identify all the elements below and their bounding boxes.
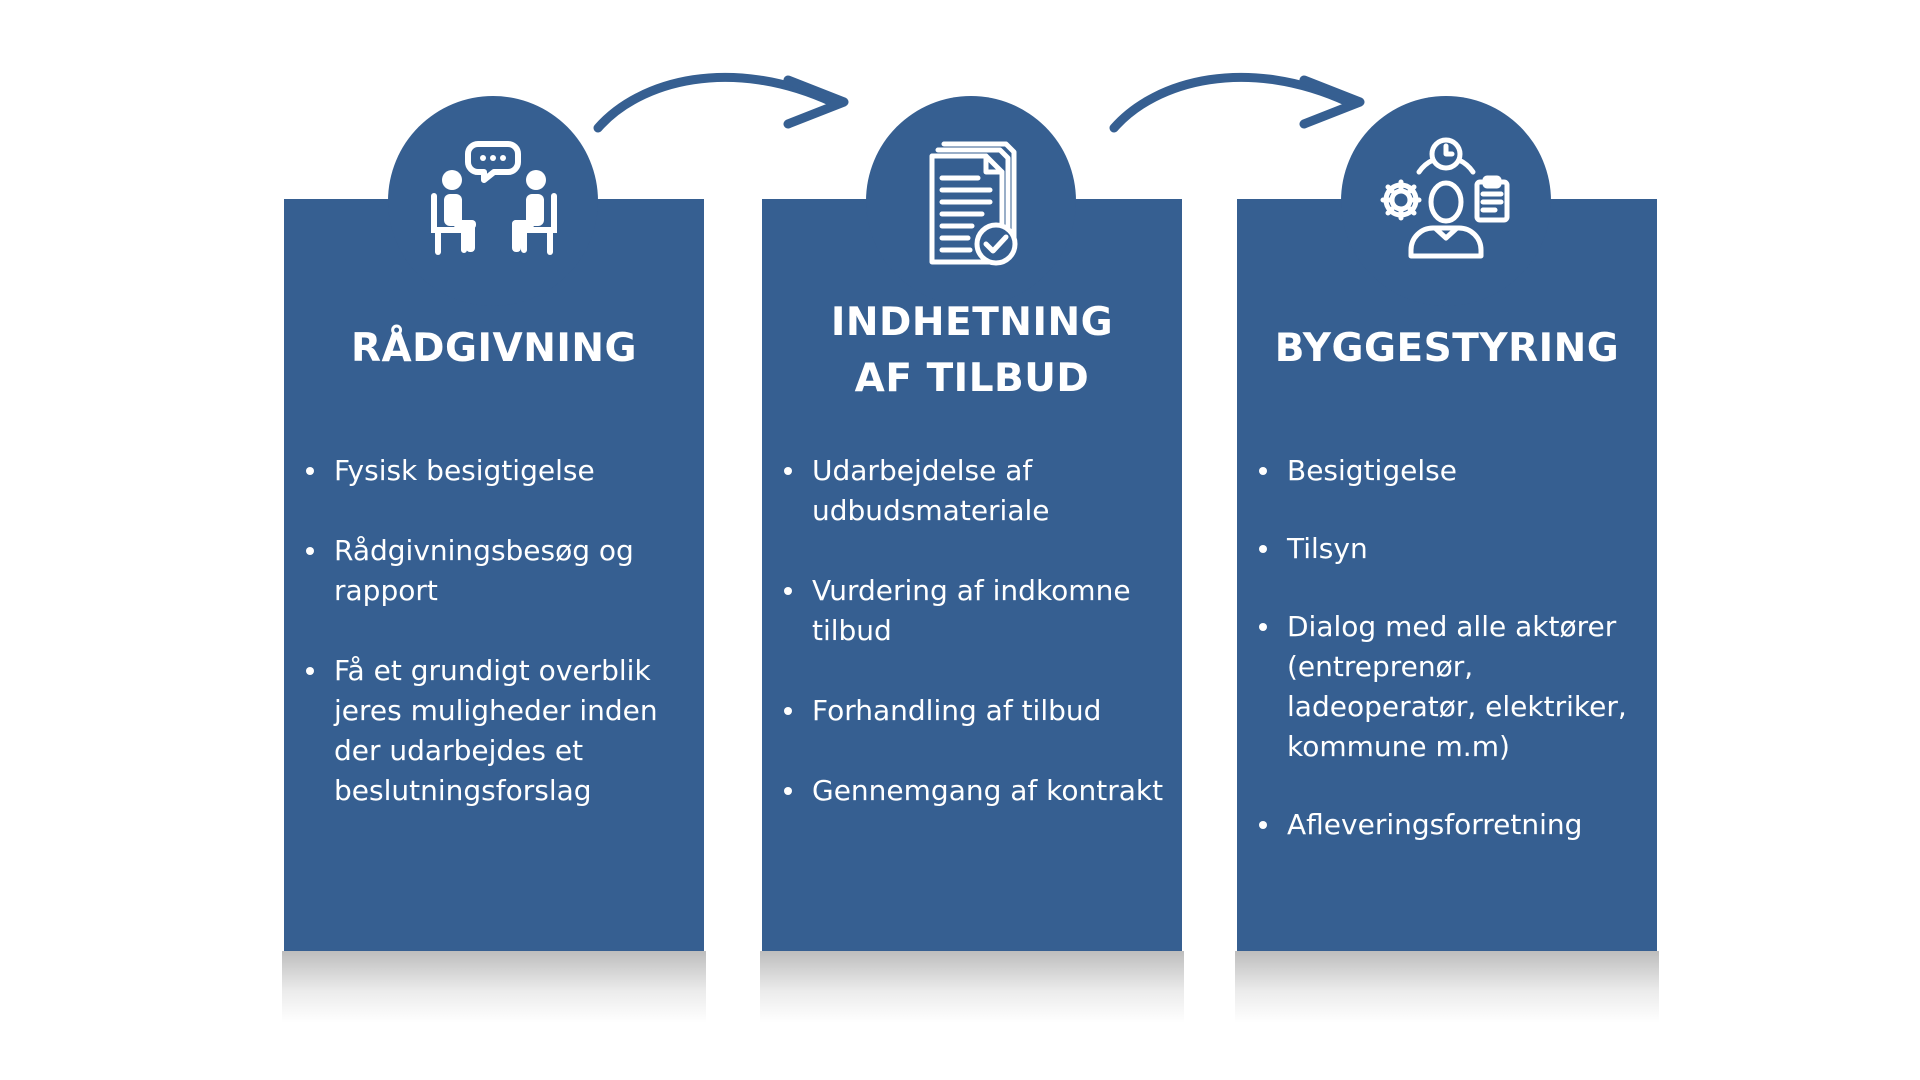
card-title: INDHETNING AF TILBUD [762,295,1182,407]
list-item: Dialog med alle aktører (entreprenør, la… [1259,607,1647,767]
card-icon-circle [1341,96,1551,306]
list-item: Udarbejdelse af udbudsmateriale [784,451,1172,531]
card-title-line: AF TILBUD [854,356,1090,401]
list-item: Afleveringsforretning [1259,805,1647,845]
arrow-right-icon [593,72,849,133]
list-item: Vurdering af indkomne tilbud [784,571,1172,651]
bullet-list: Fysisk besigtigelse Rådgivningsbesøg og … [284,451,694,851]
card-byggestyring: BYGGESTYRING Besigtigelse Tilsyn Dialog … [1235,96,1659,1023]
document-check-icon [929,141,1018,266]
card-indhetning: INDHETNING AF TILBUD Udarbejdelse af udb… [760,96,1184,1023]
list-item: Få et grundigt overblik jeres muligheder… [306,651,694,811]
bullet-list: Besigtigelse Tilsyn Dialog med alle aktø… [1237,451,1647,883]
list-item: Besigtigelse [1259,451,1647,491]
project-management-icon [1380,137,1510,259]
list-item: Tilsyn [1259,529,1647,569]
card-shadow [760,951,1184,1023]
card-title: BYGGESTYRING [1237,321,1657,377]
card-raadgivning: RÅDGIVNING Fysisk besigtigelse Rådgivnin… [282,96,706,1023]
card-title-line: RÅDGIVNING [350,326,638,371]
list-item: Gennemgang af kontrakt [784,771,1172,811]
card-title-line: INDHETNING [830,300,1114,345]
card-title-line: BYGGESTYRING [1274,326,1620,371]
bullet-list: Udarbejdelse af udbudsmateriale Vurderin… [762,451,1172,851]
card-shadow [1235,951,1659,1023]
card-icon-circle [388,96,598,306]
list-item: Forhandling af tilbud [784,691,1172,731]
list-item: Rådgivningsbesøg og rapport [306,531,694,611]
list-item: Fysisk besigtigelse [306,451,694,491]
card-shadow [282,951,706,1023]
consultation-icon [431,141,557,255]
arrow-right-icon [1109,72,1365,133]
card-title: RÅDGIVNING [284,321,704,377]
